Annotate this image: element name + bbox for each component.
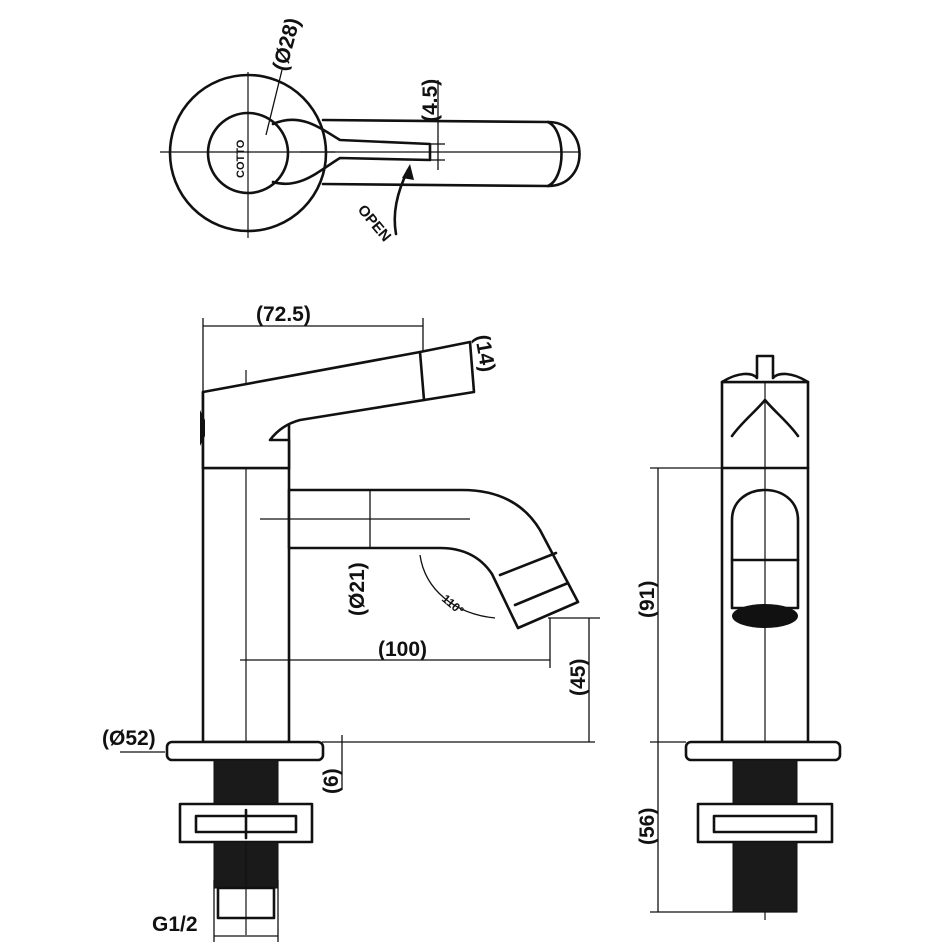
front-nut-inner xyxy=(712,814,818,834)
dim-handle-gap: (4.5) xyxy=(419,79,442,122)
dim-spout-diameter: (Ø21) xyxy=(346,562,369,616)
front-aerator-icon xyxy=(732,604,798,628)
dim-spout-reach: (100) xyxy=(378,638,427,661)
label-open: OPEN xyxy=(354,202,394,245)
dim-spout-height: (45) xyxy=(567,659,590,696)
top-spout-body xyxy=(321,118,581,188)
top-view: (4.5) (Ø28) COTTO OPEN xyxy=(160,15,581,245)
base-inner-circle xyxy=(206,111,290,195)
front-spout-arch xyxy=(730,488,800,562)
thread-upper xyxy=(213,759,279,805)
brand-logo: COTTO xyxy=(235,139,247,178)
dim-shank-length: (56) xyxy=(636,808,659,845)
front-nut xyxy=(696,802,834,844)
side-nut-inner xyxy=(194,814,298,834)
angle-arc xyxy=(419,554,496,619)
front-handle-lever xyxy=(730,398,800,438)
handle-button-icon xyxy=(200,410,205,446)
dim-base-diameter: (Ø28) xyxy=(269,15,305,73)
dim-handle-length: (72.5) xyxy=(256,303,311,326)
angle-spout: 110° xyxy=(439,592,467,618)
dim-flange-diameter: (Ø52) xyxy=(102,727,156,750)
handle-tip-line xyxy=(418,350,426,402)
base-outer-circle xyxy=(168,73,328,233)
front-flange xyxy=(684,740,842,762)
side-spout xyxy=(287,488,580,630)
side-flange xyxy=(165,740,325,762)
dim-body-height: (91) xyxy=(636,581,659,618)
side-view: (Ø21) 110° (72.5) (14) (100) (45) (Ø52) … xyxy=(102,303,600,942)
open-arrow-path xyxy=(393,168,410,236)
front-thread-lower xyxy=(732,841,798,913)
front-handle xyxy=(720,354,810,384)
dim-handle-thickness: (14) xyxy=(470,333,499,374)
open-arrow-head-icon xyxy=(402,164,414,180)
front-thread-upper xyxy=(732,759,798,805)
top-spout-tip xyxy=(546,120,563,188)
leader-line xyxy=(265,69,283,136)
spout-aerator-line-1 xyxy=(498,551,558,577)
side-handle xyxy=(201,340,476,470)
front-view: (91) (56) xyxy=(636,354,842,920)
spout-aerator-line-2 xyxy=(513,581,570,607)
dim-flange-thickness: (6) xyxy=(320,768,343,794)
thread-size: G1/2 xyxy=(152,913,198,936)
